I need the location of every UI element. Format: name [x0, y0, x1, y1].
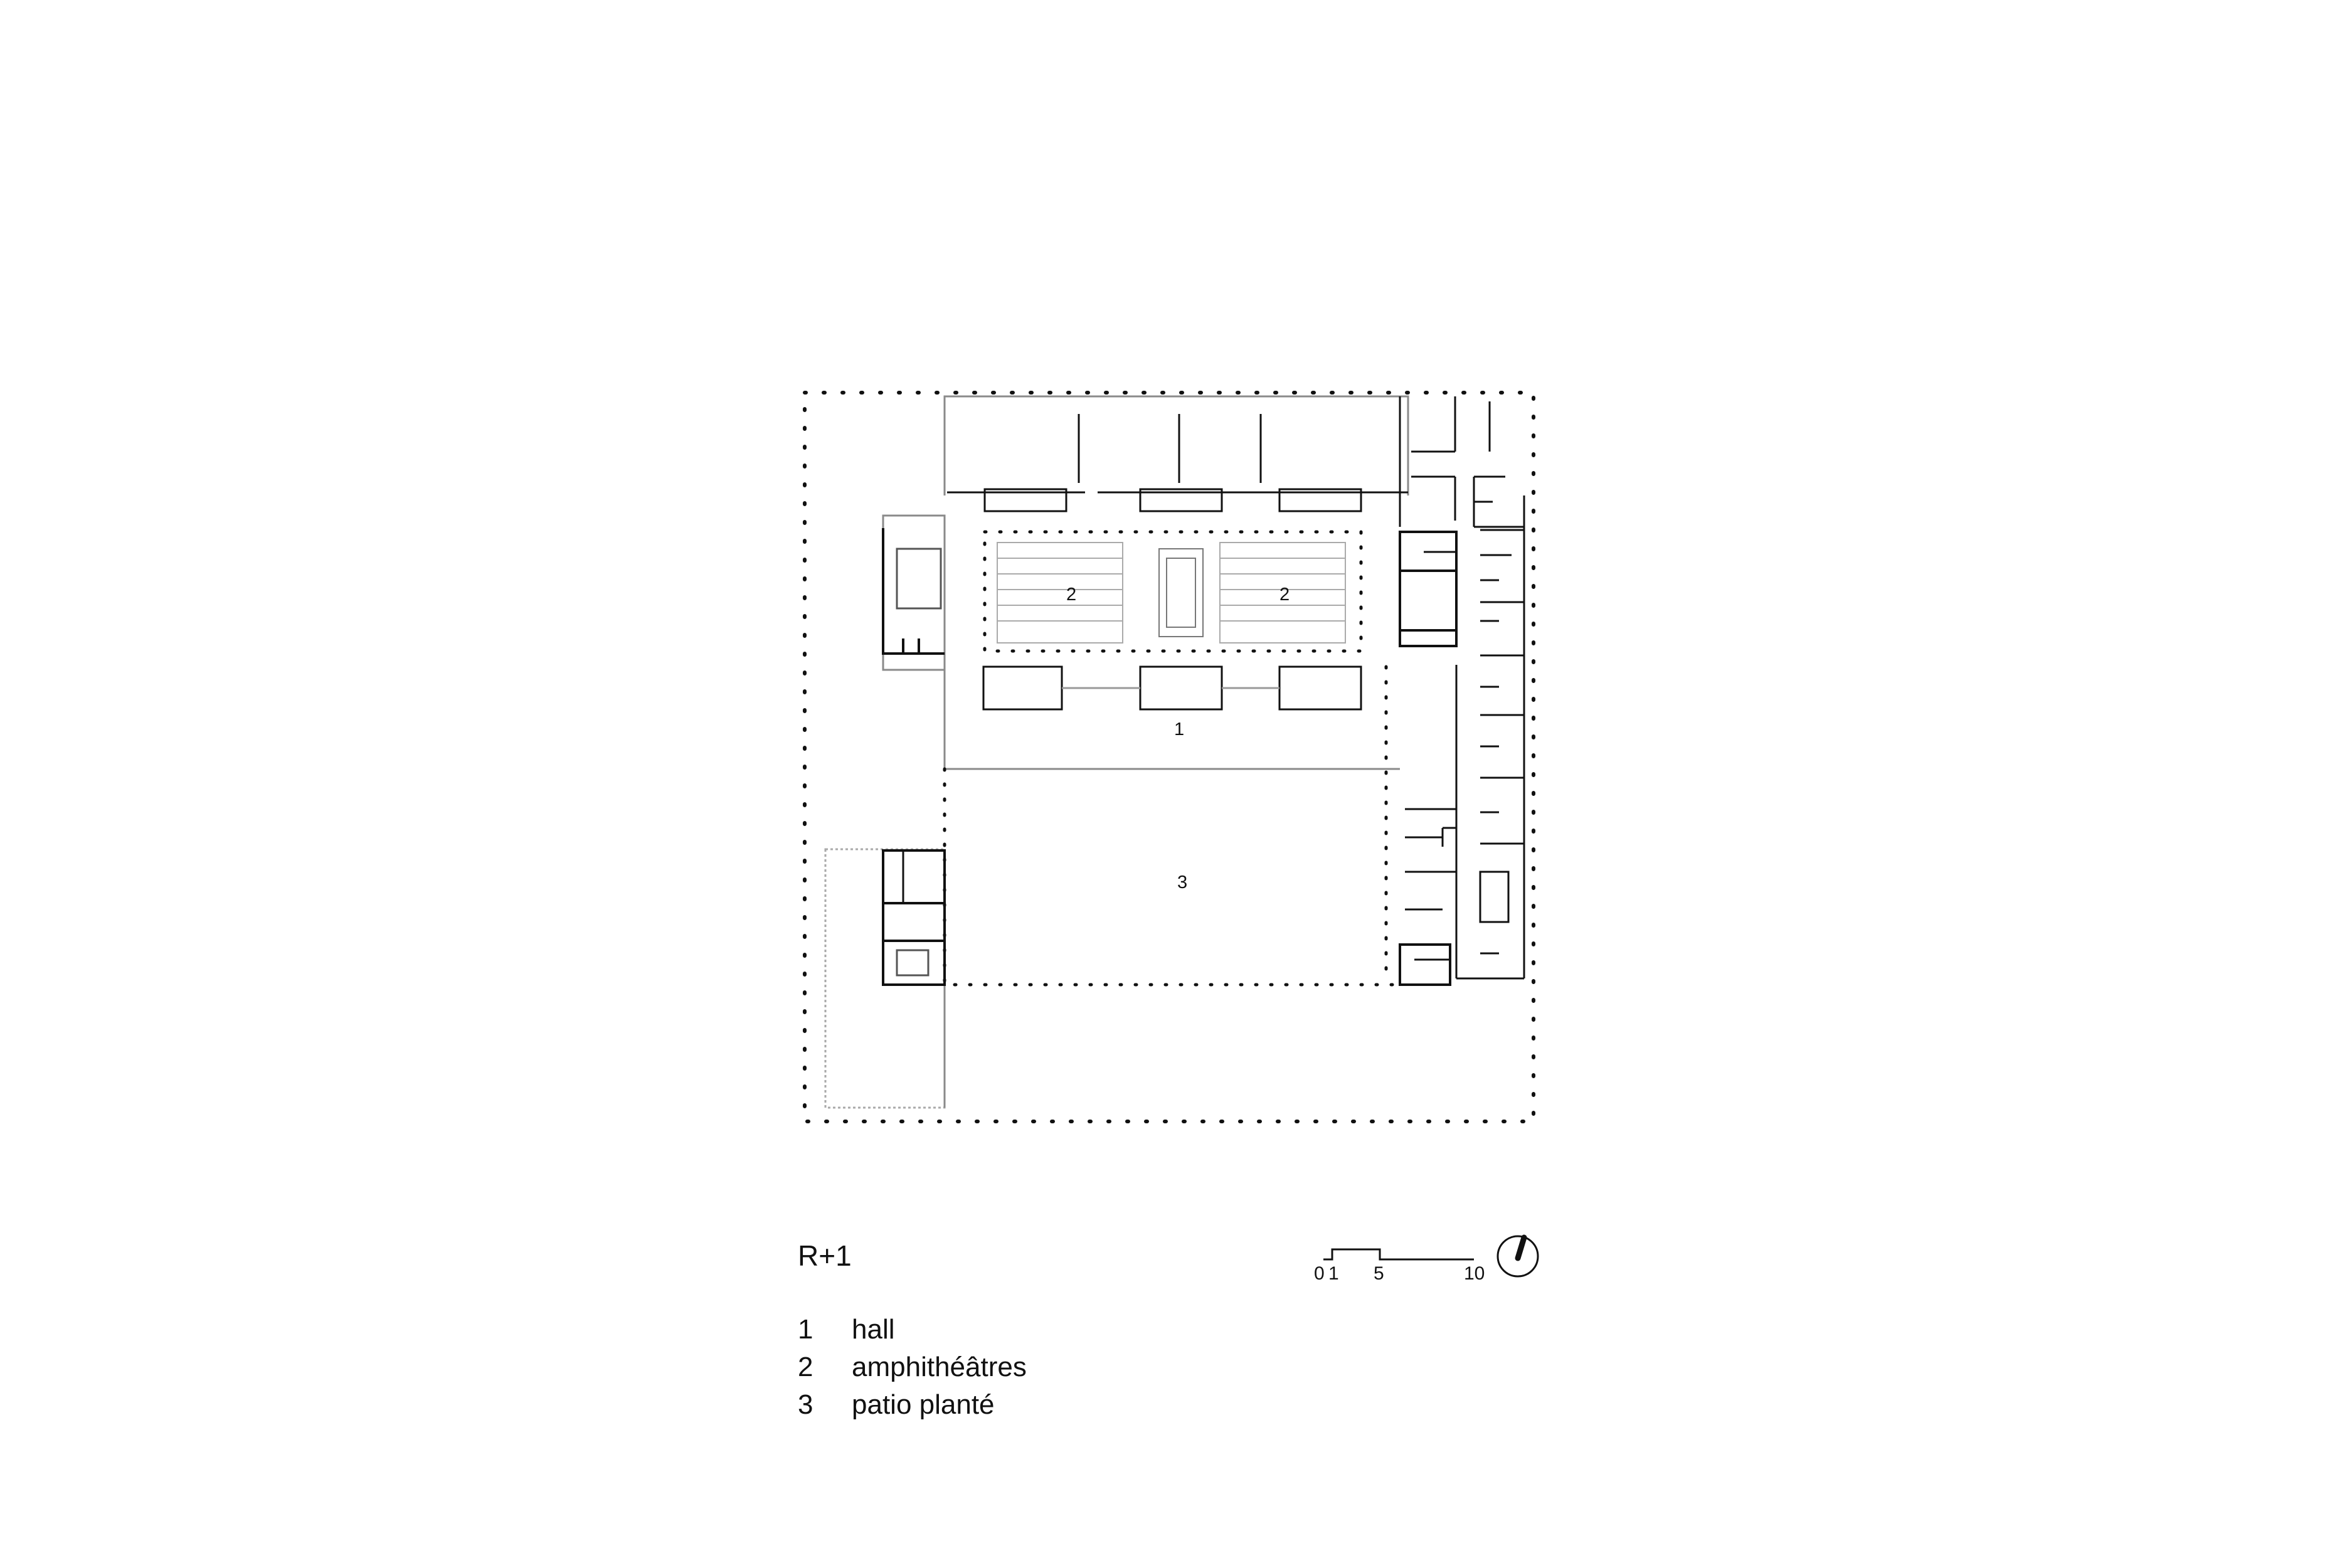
legend-number: 1	[798, 1314, 813, 1345]
label-patio: 3	[1177, 872, 1187, 893]
legend-label: amphithéâtres	[852, 1352, 1027, 1382]
floor-title: R+1	[798, 1239, 852, 1272]
patio-boundary	[943, 665, 1402, 987]
label-amphi-left: 2	[1066, 585, 1076, 605]
top-partitions	[947, 414, 1408, 512]
east-cores	[1399, 531, 1458, 986]
amphitheatre-seating	[997, 542, 1346, 644]
legend-item: 3 patio planté	[798, 1386, 1027, 1424]
site-boundary	[803, 391, 1535, 1123]
north-arrow-icon	[1496, 1234, 1539, 1278]
amphitheatre-zone	[983, 530, 1363, 653]
label-hall: 1	[1174, 719, 1184, 739]
legend-label: hall	[852, 1314, 895, 1345]
legend-number: 2	[798, 1352, 813, 1382]
east-wing	[1399, 396, 1525, 980]
legend-label: patio planté	[852, 1389, 995, 1420]
label-amphi-right: 2	[1279, 585, 1290, 605]
building-outline	[824, 395, 1409, 1109]
scale-label-10: 10	[1464, 1263, 1485, 1284]
scale-bar	[1323, 1248, 1474, 1261]
legend-item: 2 amphithéâtres	[798, 1348, 1027, 1386]
hall-rooms	[982, 665, 1362, 711]
scale-label-0: 0	[1314, 1263, 1325, 1284]
west-core-bottom	[882, 849, 946, 986]
scale-label-1: 1	[1328, 1263, 1339, 1284]
west-core-top	[882, 528, 945, 655]
room-legend: 1 hall 2 amphithéâtres 3 patio planté	[798, 1311, 1027, 1424]
legend-number: 3	[798, 1389, 813, 1420]
legend-item: 1 hall	[798, 1311, 1027, 1348]
scale-label-5: 5	[1374, 1263, 1384, 1284]
